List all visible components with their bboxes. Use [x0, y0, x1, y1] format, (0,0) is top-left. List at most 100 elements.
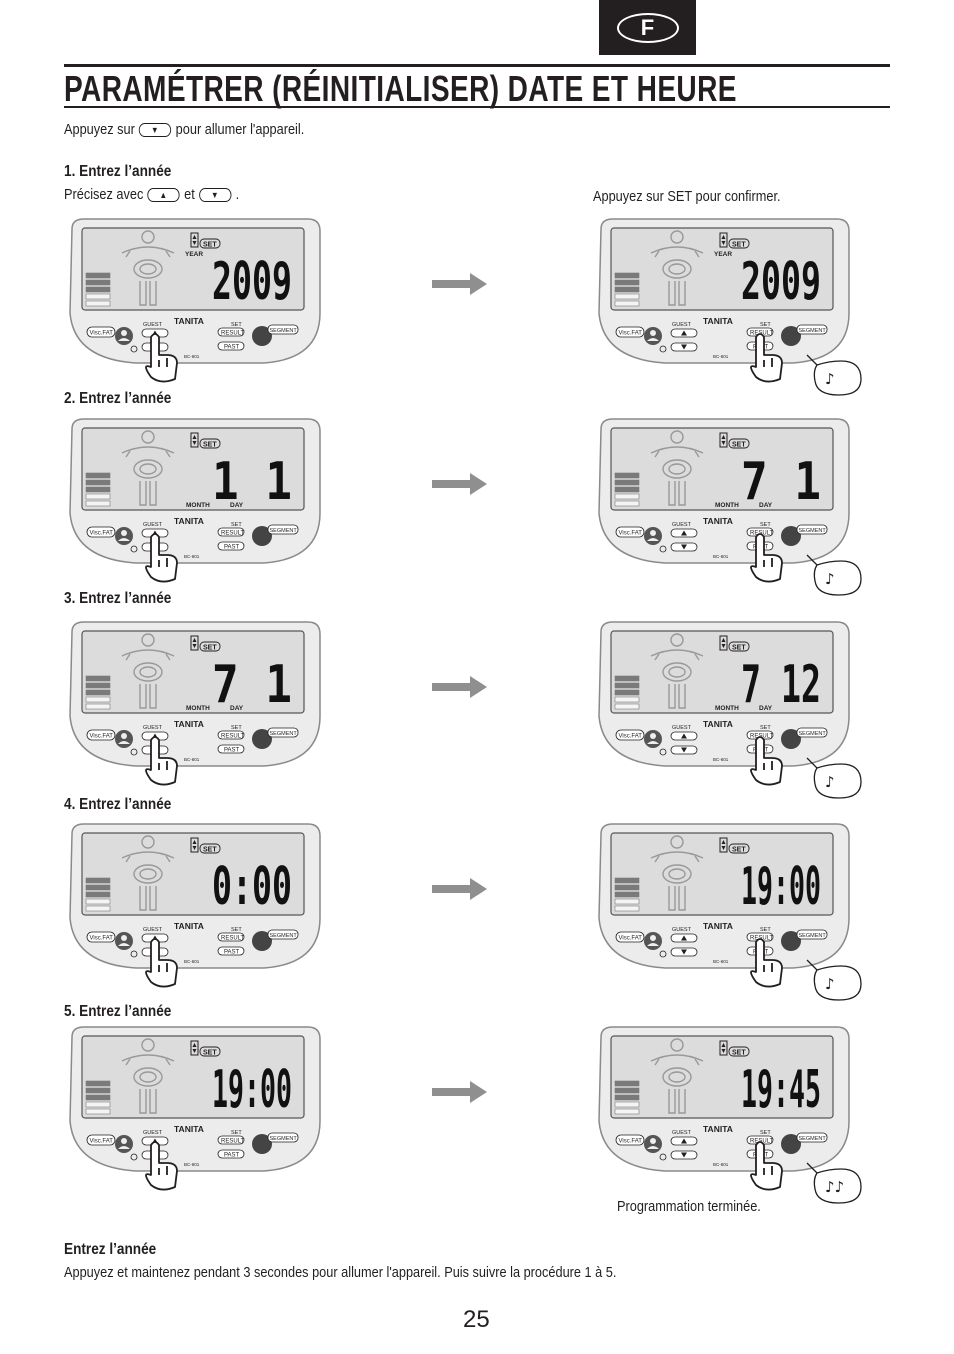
segment-button[interactable]: SEGMENT [781, 524, 828, 546]
pointing-hand-icon [750, 736, 783, 786]
scale-display-1-right: SET2009YEARVisc.FATGUESTTANITABC-601SETR… [593, 217, 863, 397]
segment-label: SEGMENT [799, 528, 827, 534]
set-icon-label: SET [732, 442, 746, 449]
segment-button[interactable]: SEGMENT [252, 524, 299, 546]
body-figure-icon [650, 633, 704, 709]
up-arrow-icon [681, 935, 687, 941]
up-button[interactable] [670, 731, 698, 741]
model-label: BC-601 [184, 757, 200, 762]
brand-logo: TANITA [174, 516, 204, 526]
segment-button[interactable]: SEGMENT [781, 727, 828, 749]
visc-fat-button[interactable]: Visc.FAT [86, 326, 116, 338]
set-indicator: SET [190, 635, 221, 652]
segment-button[interactable]: SEGMENT [252, 324, 299, 346]
result-label: RESULT [221, 331, 245, 337]
set-result-button[interactable]: RESULT [217, 527, 245, 537]
up-button[interactable] [670, 933, 698, 943]
past-button[interactable]: PAST [217, 744, 245, 754]
set-indicator: SET [190, 837, 221, 854]
brand-logo: TANITA [703, 719, 733, 729]
power-icon [130, 950, 138, 958]
segment-button[interactable]: SEGMENT [252, 727, 299, 749]
past-button[interactable]: PAST [217, 1149, 245, 1159]
visc-fat-button[interactable]: Visc.FAT [86, 729, 116, 741]
up-button[interactable] [670, 328, 698, 338]
power-icon [130, 545, 138, 553]
lcd-digits: 1 1 [212, 452, 292, 512]
visc-fat-button[interactable]: Visc.FAT [86, 1134, 116, 1146]
language-badge: F [616, 12, 679, 43]
scale-display-svg: SET19:00Visc.FATGUESTTANITABC-601SETRESU… [598, 823, 850, 988]
visc-fat-button[interactable]: Visc.FAT [615, 326, 645, 338]
guest-avatar-button[interactable] [115, 327, 133, 345]
past-button[interactable]: PAST [217, 946, 245, 956]
page-number: 25 [463, 1306, 490, 1333]
body-figure-icon [650, 430, 704, 506]
guest-avatar-button[interactable] [115, 730, 133, 748]
segment-button[interactable]: SEGMENT [781, 1132, 828, 1154]
down-button[interactable] [670, 745, 698, 755]
set-label: SET [760, 322, 771, 328]
brand-logo: TANITA [174, 316, 204, 326]
guest-avatar-button[interactable] [644, 730, 662, 748]
scale-display-svg: SET2009YEARVisc.FATGUESTTANITABC-601SETR… [598, 218, 850, 383]
visc-fat-button[interactable]: Visc.FAT [86, 931, 116, 943]
footer-heading: Entrez l’année [64, 1241, 157, 1258]
guest-avatar-button[interactable] [644, 1135, 662, 1153]
guest-avatar-button[interactable] [115, 932, 133, 950]
power-icon [659, 748, 667, 756]
down-button[interactable] [670, 342, 698, 352]
guest-avatar-button[interactable] [644, 327, 662, 345]
segment-button[interactable]: SEGMENT [252, 1132, 299, 1154]
fat-level-bars [85, 272, 111, 307]
body-figure-icon [650, 835, 704, 911]
set-result-button[interactable]: RESULT [217, 932, 245, 942]
down-button[interactable] [670, 542, 698, 552]
down-button[interactable] [670, 947, 698, 957]
lcd-digits: 19:00 [741, 857, 821, 917]
set-label: SET [231, 1130, 242, 1136]
segment-button[interactable]: SEGMENT [781, 324, 828, 346]
confirm-hint: Appuyez sur SET pour confirmer. [593, 188, 781, 205]
guest-avatar-button[interactable] [644, 527, 662, 545]
segment-button[interactable]: SEGMENT [252, 929, 299, 951]
hint-mid: et [184, 186, 195, 203]
guest-label: GUEST [672, 522, 692, 528]
power-icon [659, 545, 667, 553]
past-button[interactable]: PAST [217, 341, 245, 351]
lcd-digits: 7 1 [741, 452, 821, 512]
guest-avatar-button[interactable] [115, 1135, 133, 1153]
segment-label: SEGMENT [270, 933, 298, 939]
down-button-glyph: ▼ [139, 123, 172, 138]
segment-label: SEGMENT [270, 1136, 298, 1142]
set-icon-label: SET [203, 1050, 217, 1057]
result-label: RESULT [221, 936, 245, 942]
model-label: BC-601 [713, 1162, 729, 1167]
up-arrow-icon [681, 1138, 687, 1144]
set-result-button[interactable]: RESULT [217, 730, 245, 740]
music-note-icon: ♪♪ [825, 1178, 844, 1196]
visc-fat-button[interactable]: Visc.FAT [615, 526, 645, 538]
set-result-button[interactable]: RESULT [217, 1135, 245, 1145]
segment-button[interactable]: SEGMENT [781, 929, 828, 951]
set-label: SET [231, 725, 242, 731]
guest-avatar-button[interactable] [644, 932, 662, 950]
up-button[interactable] [670, 1136, 698, 1146]
past-label: PAST [224, 748, 240, 754]
up-button[interactable] [670, 528, 698, 538]
visc-fat-label: Visc.FAT [619, 734, 643, 740]
visc-fat-button[interactable]: Visc.FAT [86, 526, 116, 538]
guest-label: GUEST [672, 322, 692, 328]
visc-fat-button[interactable]: Visc.FAT [615, 729, 645, 741]
visc-fat-button[interactable]: Visc.FAT [615, 1134, 645, 1146]
fat-level-bars [614, 877, 640, 912]
guest-avatar-button[interactable] [115, 527, 133, 545]
power-icon [659, 950, 667, 958]
visc-fat-button[interactable]: Visc.FAT [615, 931, 645, 943]
down-button[interactable] [670, 1150, 698, 1160]
past-button[interactable]: PAST [217, 541, 245, 551]
set-result-button[interactable]: RESULT [217, 327, 245, 337]
